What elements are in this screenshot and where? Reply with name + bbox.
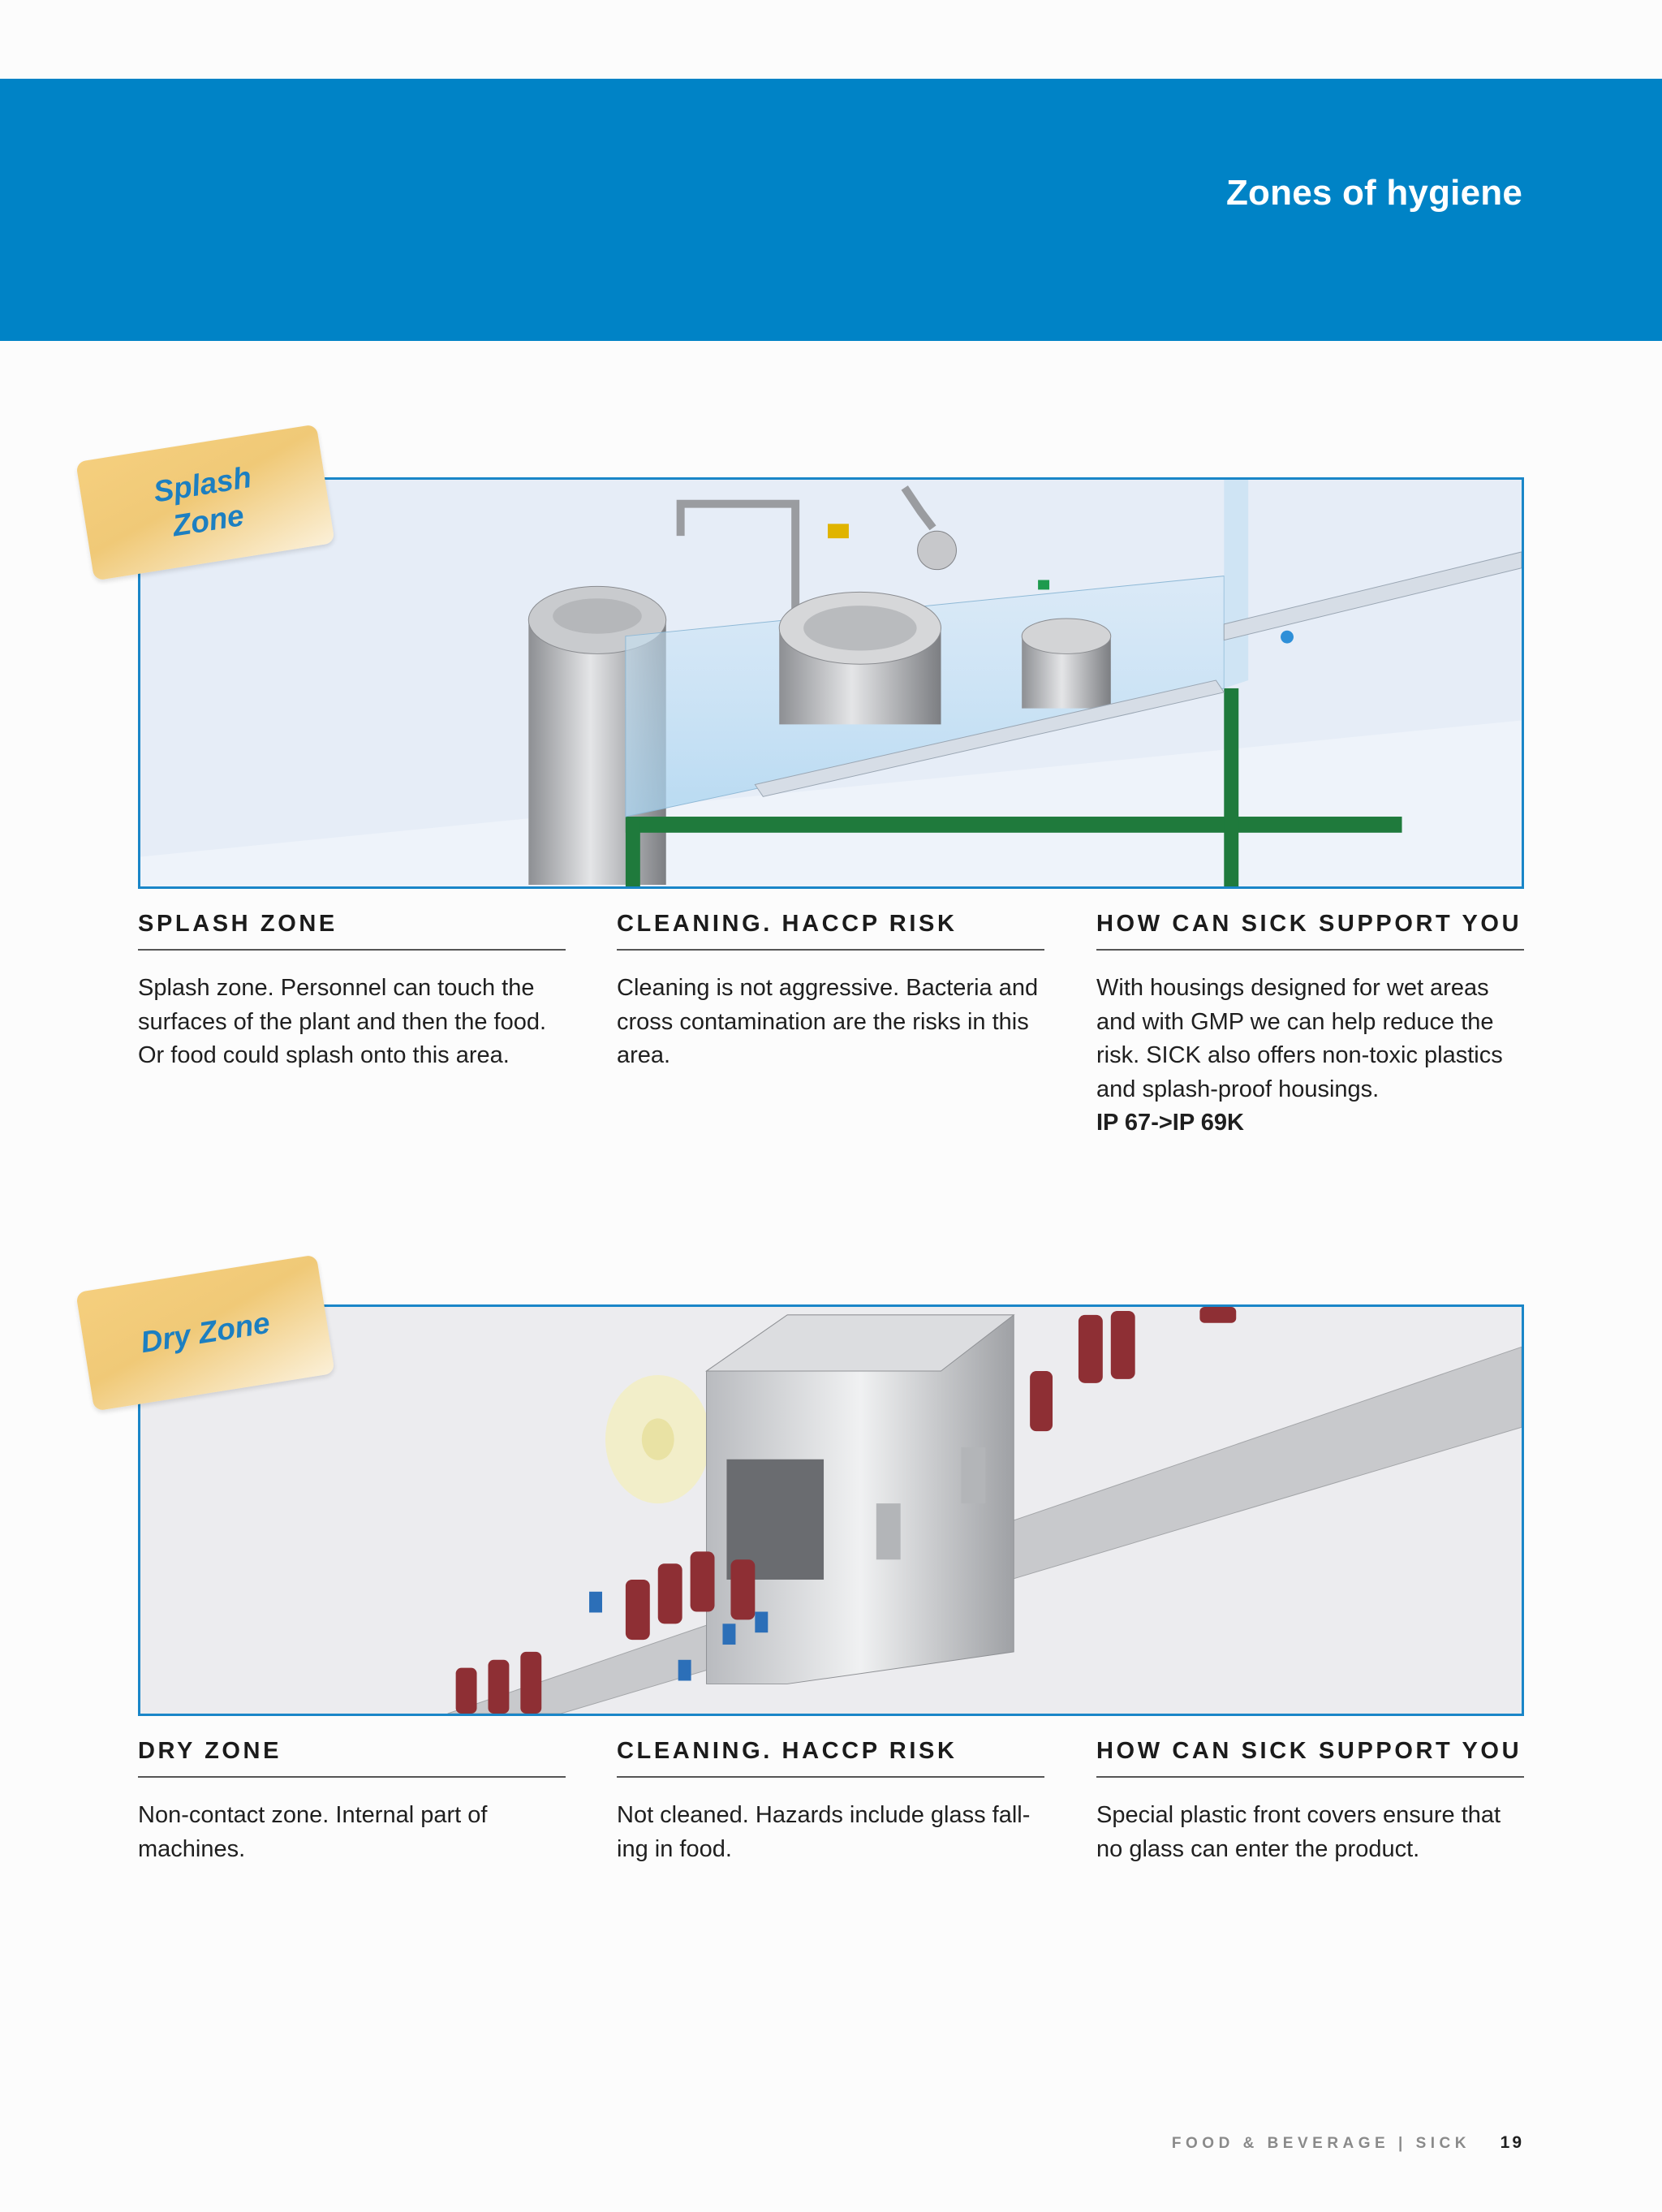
dry-zone-column: DRY ZONE Non-contact zone. Internal part…	[138, 1738, 566, 1866]
column-heading: DRY ZONE	[138, 1738, 566, 1778]
column-heading: SPLASH ZONE	[138, 911, 566, 951]
filling-machine-drawing	[140, 480, 1522, 886]
ip-rating: IP 67->IP 69K	[1096, 1110, 1244, 1136]
dry-cleaning-column: CLEANING. HACCP RISK Not cleaned. Hazard…	[617, 1738, 1044, 1866]
dry-zone-illustration	[138, 1304, 1524, 1716]
page-title: Zones of hygiene	[1225, 173, 1522, 213]
dry-zone-tag-label: Dry Zone	[138, 1306, 273, 1360]
splash-zone-tag-label: Splash Zone	[151, 459, 254, 543]
column-text: With housings designed for wet areas and…	[1096, 975, 1503, 1102]
splash-cleaning-column: CLEANING. HACCP RISK Cleaning is not agg…	[617, 911, 1044, 1073]
column-text: Not cleaned. Hazards include glass fall-…	[617, 1802, 1031, 1862]
column-heading: HOW CAN SICK SUPPORT YOU	[1096, 911, 1524, 951]
footer-text: FOOD & BEVERAGE | SICK	[1171, 2135, 1470, 2152]
page-number: 19	[1500, 2133, 1524, 2152]
splash-zone-column: SPLASH ZONE Splash zone. Personnel can t…	[138, 911, 566, 1073]
splash-support-column: HOW CAN SICK SUPPORT YOU With housings d…	[1096, 911, 1524, 1140]
column-text: Cleaning is not aggressive. Bacteria and…	[617, 975, 1039, 1068]
column-heading: HOW CAN SICK SUPPORT YOU	[1096, 1738, 1524, 1778]
header-banner	[0, 79, 1662, 341]
column-heading: CLEANING. HACCP RISK	[617, 1738, 1044, 1778]
column-text: Special plastic front covers ensure that…	[1096, 1802, 1501, 1862]
column-text: Splash zone. Personnel can touch the sur…	[138, 975, 547, 1068]
labeling-machine-drawing	[140, 1307, 1522, 1714]
splash-zone-illustration	[138, 477, 1524, 889]
column-text: Non-contact zone. Internal part of machi…	[138, 1802, 488, 1862]
dry-support-column: HOW CAN SICK SUPPORT YOU Special plastic…	[1096, 1738, 1524, 1866]
column-heading: CLEANING. HACCP RISK	[617, 911, 1044, 951]
